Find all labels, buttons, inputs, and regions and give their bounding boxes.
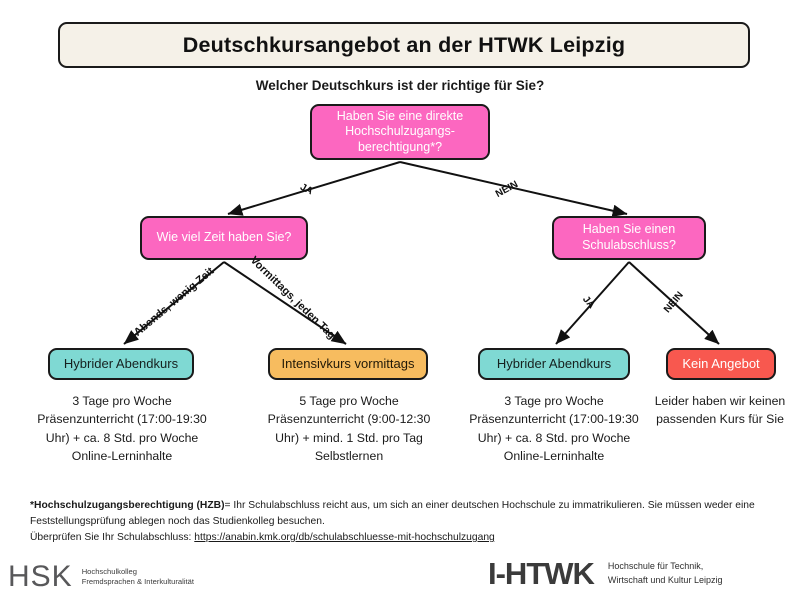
edge-label-vormittags-jeden-tag: Vormittags, jeden Tag	[247, 254, 338, 342]
edge-label-ja-abschluss: JA	[580, 294, 597, 311]
footnote-body: = Ihr Schulabschluss reicht aus, um sich…	[30, 500, 755, 527]
footnote-check-label: Überprüfen Sie Ihr Schulabschluss:	[30, 531, 192, 543]
result-description-1: 3 Tage pro Woche Präsenzunterricht (17:0…	[37, 394, 207, 464]
edge-label-nein-abschluss: NEIN	[662, 289, 686, 316]
edge-label-nein-hzb: NEIN	[493, 179, 521, 200]
decision-node-time-label: Wie viel Zeit haben Sie?	[156, 230, 292, 245]
htwk-logo: I-HTWK Hochschule für Technik, Wirtschaf…	[488, 558, 722, 589]
footnote-link[interactable]: https://anabin.kmk.org/db/schulabschlues…	[194, 531, 495, 543]
edge-label-abends-wenig-zeit: Abends, wenig Zeit	[131, 265, 217, 339]
result-description-2: 5 Tage pro Woche Präsenzunterricht (9:00…	[267, 394, 431, 464]
hsk-subtitle: Hochschulkolleg Fremdsprachen & Interkul…	[82, 567, 194, 588]
decision-node-hzb[interactable]: Haben Sie eine direkte Hochschulzugangs-…	[310, 104, 490, 160]
hsk-logo: HSK Hochschulkolleg Fremdsprachen & Inte…	[8, 562, 194, 592]
hsk-subtitle-line2: Fremdsprachen & Interkulturalität	[81, 577, 194, 586]
page-subtitle: Welcher Deutschkurs ist der richtige für…	[255, 78, 545, 93]
result-node-label: Hybrider Abendkurs	[63, 355, 179, 371]
decision-node-hzb-label: Haben Sie eine direkte Hochschulzugangs-…	[336, 108, 464, 154]
result-node-intensivkurs-vormittags[interactable]: Intensivkurs vormittags	[268, 348, 428, 380]
result-node-label: Kein Angebot	[682, 355, 760, 371]
result-description-3: 3 Tage pro Woche Präsenzunterricht (17:0…	[469, 394, 639, 464]
footnote-term: *Hochschulzugangsberechtigung (HZB)	[30, 500, 225, 511]
result-node-hybrider-abendkurs-right[interactable]: Hybrider Abendkurs	[478, 348, 630, 380]
poster-title-box: Deutschkursangebot an der HTWK Leipzig	[58, 22, 750, 68]
page-title: Deutschkursangebot an der HTWK Leipzig	[182, 32, 626, 57]
result-description-4: Leider haben wir keinen passenden Kurs f…	[654, 394, 786, 427]
hsk-wordmark: HSK	[8, 560, 73, 593]
decision-node-schulabschluss-label: Haben Sie einen Schulabschluss?	[582, 222, 676, 252]
htwk-subtitle-line2: Wirtschaft und Kultur Leipzig	[607, 574, 723, 585]
hsk-subtitle-line1: Hochschulkolleg	[81, 566, 137, 576]
htwk-subtitle: Hochschule für Technik, Wirtschaft und K…	[608, 560, 723, 586]
result-node-hybrider-abendkurs-left[interactable]: Hybrider Abendkurs	[48, 348, 194, 380]
htwk-subtitle-line1: Hochschule für Technik,	[607, 561, 704, 572]
decision-node-schulabschluss[interactable]: Haben Sie einen Schulabschluss?	[552, 216, 706, 260]
decision-node-time[interactable]: Wie viel Zeit haben Sie?	[140, 216, 308, 260]
htwk-wordmark: I-HTWK	[488, 556, 595, 591]
footnote: *Hochschulzugangsberechtigung (HZB)= Ihr…	[30, 498, 778, 546]
result-node-kein-angebot[interactable]: Kein Angebot	[666, 348, 776, 380]
result-node-label: Hybrider Abendkurs	[496, 355, 612, 371]
edge-label-ja-hzb: JA	[298, 181, 315, 198]
result-node-label: Intensivkurs vormittags	[281, 355, 415, 371]
